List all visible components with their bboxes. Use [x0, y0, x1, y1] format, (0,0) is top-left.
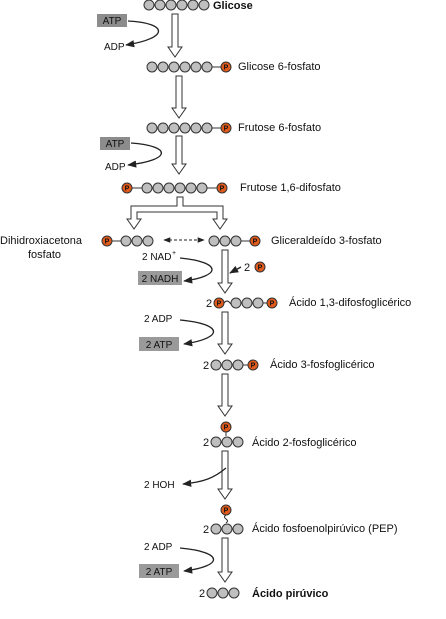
glucose-chain	[143, 0, 210, 11]
pep-label: Ácido fosfoenolpirúvico (PEP)	[252, 522, 398, 535]
bpg-chain: 2 P P	[206, 297, 278, 310]
hoh-label: 2 HOH	[144, 480, 175, 491]
nad-charge: +	[172, 250, 176, 257]
pi-count: 2	[244, 262, 250, 274]
phosphate-icon	[216, 182, 228, 194]
cofactor-arrow-3	[179, 319, 215, 347]
fructose-1-6-bisphosphate-chain: P P	[121, 182, 228, 194]
svg-text:P: P	[125, 186, 130, 193]
flow-arrow-8	[217, 537, 233, 583]
3pg-chain: 2 P	[203, 359, 259, 372]
pep-chain: P 2	[203, 504, 244, 536]
svg-text:P: P	[224, 425, 229, 432]
svg-text:2: 2	[203, 360, 209, 372]
glucose-6-phosphate-label: Glicose 6-fosfato	[238, 61, 321, 73]
dhap-label-line2: fosfato	[28, 249, 61, 261]
svg-text:ATP: ATP	[106, 139, 125, 150]
flow-arrow-2	[171, 75, 187, 119]
flow-arrow-5	[217, 311, 233, 355]
svg-text:P: P	[258, 265, 263, 272]
svg-text:2 ATP: 2 ATP	[146, 340, 173, 351]
dhap-chain: P	[101, 235, 154, 247]
adp-label-2: ADP	[105, 162, 126, 173]
cofactor-arrow-1	[125, 20, 160, 48]
svg-text:2 NADH: 2 NADH	[142, 274, 179, 285]
phosphate-icon	[266, 297, 278, 309]
split-arrow	[126, 196, 228, 230]
adp-label-3: 2 ADP	[144, 314, 173, 325]
svg-text:ATP: ATP	[103, 16, 122, 27]
atp-badge-2: ATP	[100, 137, 130, 150]
dhap-label-line1: Dihidroxiacetona	[0, 235, 83, 247]
glucose-label: Glicose	[213, 0, 253, 12]
fructose-6-phosphate-chain: P	[146, 122, 232, 134]
flow-arrow-3	[171, 135, 187, 175]
atp-badge-1: ATP	[97, 14, 127, 27]
nad-arrow	[179, 257, 213, 284]
g3p-label: Gliceraldeído 3-fosfato	[271, 235, 382, 247]
svg-text:2: 2	[206, 298, 212, 310]
flow-arrow-6	[217, 373, 233, 417]
svg-text:P: P	[224, 508, 229, 515]
svg-text:2 ATP: 2 ATP	[146, 567, 173, 578]
svg-text:P: P	[270, 301, 275, 308]
cofactor-arrow-4	[179, 547, 215, 574]
atp-badge-3: 2 ATP	[139, 337, 179, 351]
adp-label-1: ADP	[104, 42, 125, 53]
atp-badge-4: 2 ATP	[139, 564, 179, 578]
nad-label: 2 NAD	[142, 252, 171, 263]
glucose-6-phosphate-chain: P	[146, 61, 232, 73]
pyruvate-chain: 2	[199, 587, 240, 600]
phosphate-icon	[249, 235, 261, 247]
pi-phosphate-icon: P	[254, 261, 266, 273]
fructose-6-phosphate-label: Frutose 6-fosfato	[238, 122, 321, 134]
cofactor-arrow-2	[127, 142, 163, 168]
2pg-label: Ácido 2-fosfoglicérico	[252, 436, 357, 449]
2pg-chain: P 2	[203, 421, 244, 449]
3pg-label: Ácido 3-fosfoglicérico	[270, 358, 375, 371]
phosphate-icon	[247, 359, 259, 371]
flow-arrow-7	[217, 450, 233, 500]
flow-arrow-1	[167, 13, 183, 58]
svg-text:P: P	[251, 363, 256, 370]
phosphate-icon	[220, 122, 232, 134]
svg-text:P: P	[220, 186, 225, 193]
g3p-chain: P	[208, 235, 261, 247]
svg-text:P: P	[253, 239, 258, 246]
hoh-arrow	[182, 467, 227, 487]
phosphate-icon	[220, 61, 232, 73]
svg-text:2: 2	[203, 524, 209, 536]
nadh-badge: 2 NADH	[138, 271, 182, 285]
svg-text:P: P	[224, 65, 229, 72]
svg-text:2: 2	[199, 588, 205, 600]
fructose-1-6-bisphosphate-label: Frutose 1,6-difosfato	[240, 182, 341, 194]
svg-text:P: P	[217, 301, 222, 308]
bpg-label: Ácido 1,3-difosfoglicérico	[289, 296, 411, 309]
svg-text:P: P	[105, 239, 110, 246]
adp-label-4: 2 ADP	[144, 542, 173, 553]
svg-text:P: P	[224, 126, 229, 133]
pyruvate-label: Ácido pirúvico	[252, 587, 329, 600]
pi-arrow	[229, 265, 242, 274]
svg-text:2: 2	[203, 437, 209, 449]
flow-arrow-4	[217, 249, 233, 294]
